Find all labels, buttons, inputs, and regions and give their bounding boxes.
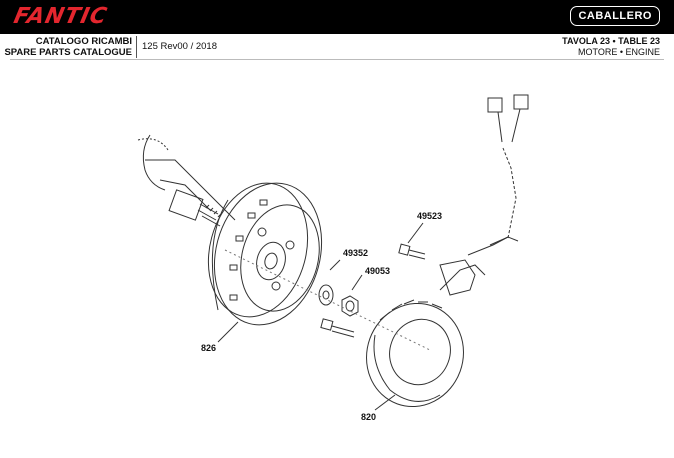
flywheel-rotor-drawing: [207, 182, 323, 326]
table-number: TAVOLA 23 • TABLE 23: [562, 36, 660, 46]
callout-826[interactable]: 826: [201, 343, 217, 353]
edition-label: 125 Rev00 / 2018: [142, 41, 218, 52]
callout-49053[interactable]: 49053: [365, 266, 391, 276]
header-bar: FANTIC CABALLERO: [0, 0, 674, 34]
nut-drawing: [341, 295, 359, 317]
bolt-upper-drawing: [398, 243, 426, 260]
callout-820[interactable]: 820: [361, 412, 377, 422]
catalog-title-it: CATALOGO RICAMBI: [35, 36, 132, 47]
stator-drawing: [366, 264, 486, 408]
catalog-title: CATALOGO RICAMBI SPARE PARTS CATALOGUE: [0, 36, 132, 58]
callout-49352[interactable]: 49352: [343, 248, 369, 258]
model-logo: CABALLERO: [570, 6, 660, 26]
header-rule: [10, 59, 664, 60]
bolt-lower-drawing: [320, 318, 355, 338]
table-title: TAVOLA 23 • TABLE 23 MOTORE • ENGINE: [562, 36, 660, 58]
table-section: MOTORE • ENGINE: [578, 47, 660, 57]
crankshaft-drawing: [137, 134, 236, 227]
exploded-parts-diagram: [137, 94, 529, 411]
catalog-title-en: SPARE PARTS CATALOGUE: [4, 47, 132, 58]
header-divider: [136, 36, 137, 58]
pickup-cable-drawing: [439, 94, 529, 296]
washer-drawing: [318, 284, 334, 306]
callout-49523[interactable]: 49523: [417, 211, 443, 221]
brand-logo: FANTIC: [11, 4, 110, 29]
